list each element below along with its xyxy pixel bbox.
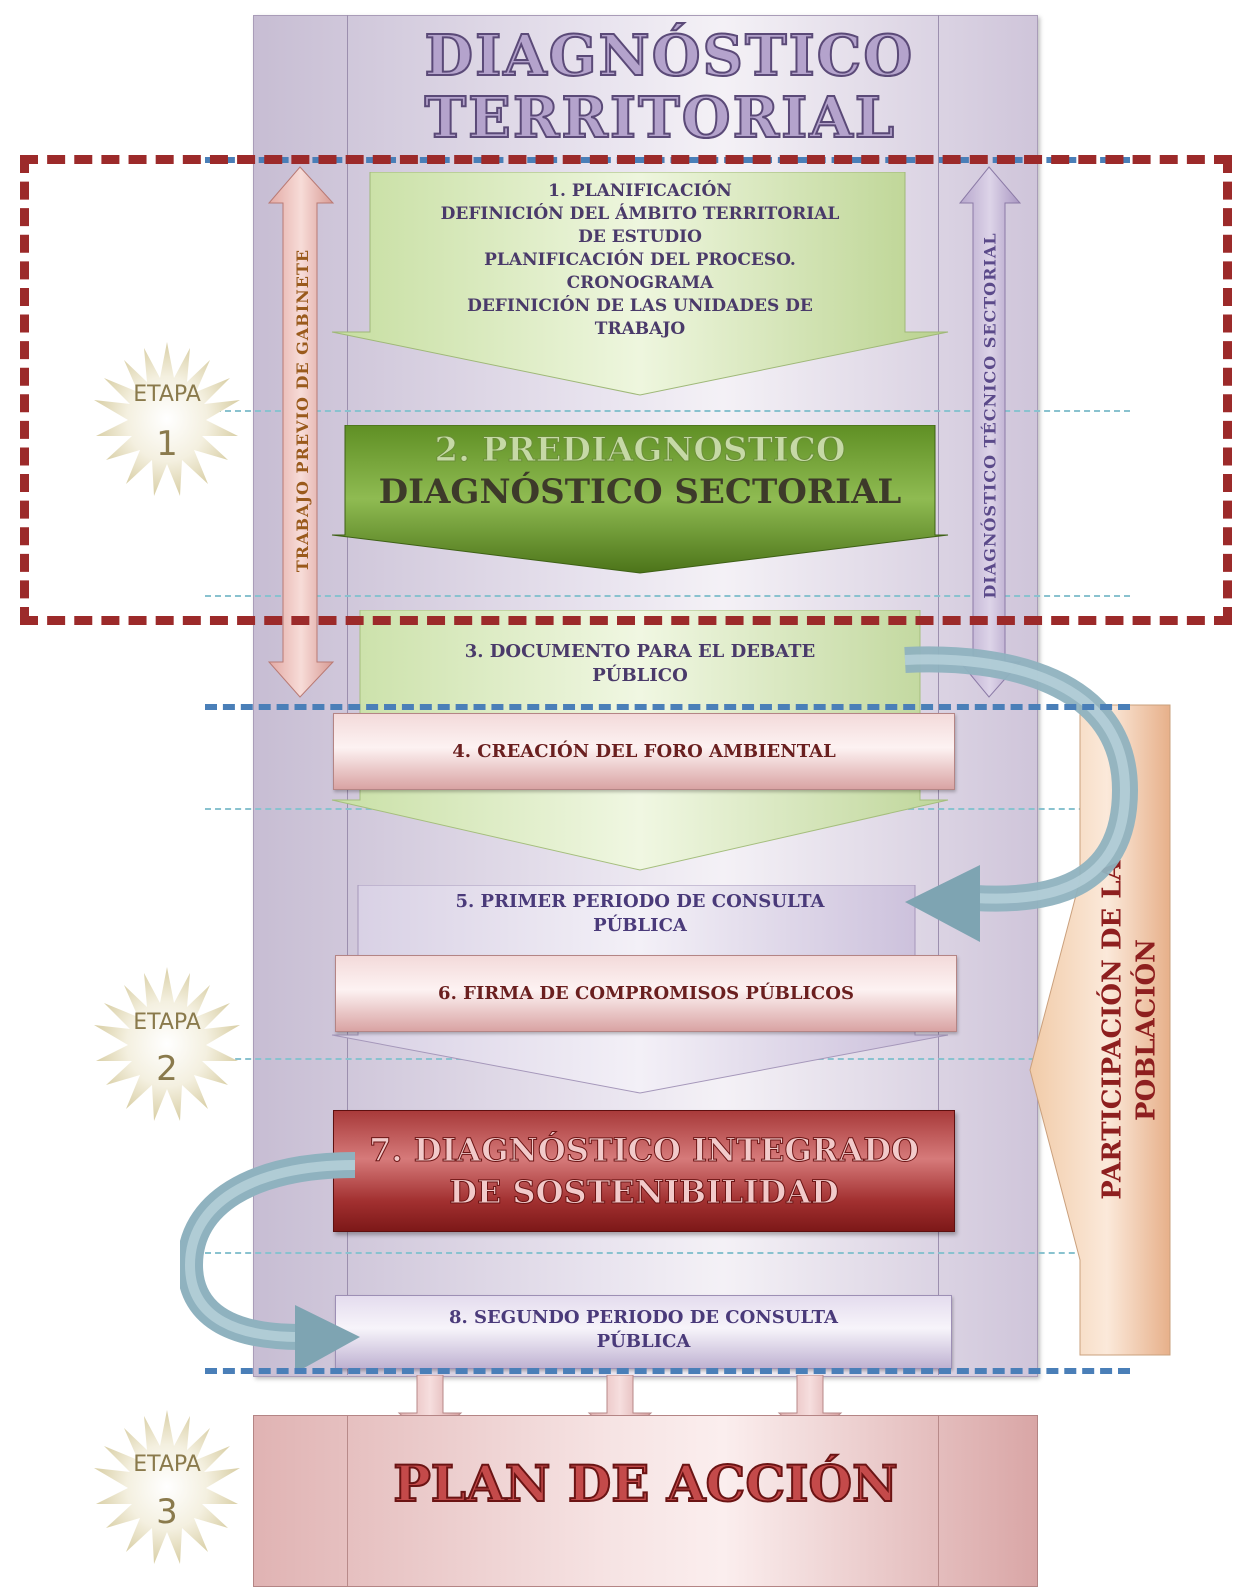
step5-line1: 5. PRIMER PERIODO DE CONSULTA bbox=[455, 891, 825, 912]
plan-divider bbox=[347, 1416, 348, 1586]
starburst-icon bbox=[94, 1410, 240, 1564]
starburst-icon bbox=[94, 342, 240, 496]
page-title: DIAGNÓSTICO TERRITORIAL bbox=[424, 23, 915, 151]
column-divider-right bbox=[938, 15, 939, 1375]
stage-separator bbox=[205, 1368, 1130, 1374]
stage1-highlight-box bbox=[20, 155, 1232, 625]
step1-title: 1. PLANIFICACIÓN bbox=[548, 181, 732, 201]
step2-title-line2: DIAGNÓSTICO SECTORIAL bbox=[378, 472, 902, 512]
step1-arrow bbox=[331, 172, 949, 396]
stage-separator bbox=[205, 704, 1130, 710]
step4-bar: 4. CREACIÓN DEL FORO AMBIENTAL bbox=[333, 713, 955, 790]
plan-divider bbox=[938, 1416, 939, 1586]
starburst-icon bbox=[94, 967, 240, 1121]
step1-line: DE ESTUDIO bbox=[578, 227, 702, 247]
etapa1-badge: ETAPA 1 bbox=[92, 340, 242, 496]
step6-label: 6. FIRMA DE COMPROMISOS PÚBLICOS bbox=[438, 983, 854, 1004]
step7-text: 7. DIAGNÓSTICO INTEGRADO DE SOSTENIBILID… bbox=[334, 1129, 954, 1213]
etapa1-number: 1 bbox=[156, 424, 178, 464]
step1-line: TRABAJO bbox=[594, 319, 686, 339]
left-double-arrow bbox=[267, 166, 335, 698]
step3-line2: PÚBLICO bbox=[592, 665, 688, 686]
step1-line: DEFINICIÓN DE LAS UNIDADES DE bbox=[467, 296, 813, 316]
step7-line2: DE SOSTENIBILIDAD bbox=[449, 1173, 840, 1212]
etapa2-badge: ETAPA 2 bbox=[92, 965, 242, 1121]
step7-box: 7. DIAGNÓSTICO INTEGRADO DE SOSTENIBILID… bbox=[333, 1110, 955, 1232]
column-divider-left bbox=[347, 15, 348, 1375]
guide-line bbox=[205, 410, 1130, 412]
right-double-arrow bbox=[958, 166, 1022, 698]
etapa3-badge: ETAPA 3 bbox=[92, 1408, 242, 1564]
step1-line: PLANIFICACIÓN DEL PROCESO. bbox=[484, 250, 796, 270]
step4-label: 4. CREACIÓN DEL FORO AMBIENTAL bbox=[452, 741, 836, 762]
etapa2-number: 2 bbox=[156, 1049, 178, 1089]
curved-arrow-left bbox=[180, 1152, 360, 1373]
guide-line bbox=[205, 1252, 1125, 1254]
step3-text: 3. DOCUMENTO PARA EL DEBATE PÚBLICO bbox=[360, 640, 920, 688]
step8-text: 8. SEGUNDO PERIODO DE CONSULTA PÚBLICA bbox=[336, 1306, 951, 1354]
plan-title: PLAN DE ACCIÓN bbox=[392, 1453, 899, 1514]
step8-bar: 8. SEGUNDO PERIODO DE CONSULTA PÚBLICA bbox=[335, 1295, 952, 1369]
participation-arrow bbox=[1029, 704, 1171, 1356]
step1-line: CRONOGRAMA bbox=[566, 273, 714, 293]
step2-arrow bbox=[331, 425, 949, 574]
step5-line2: PÚBLICA bbox=[593, 915, 687, 936]
step1-line: DEFINICIÓN DEL ÁMBITO TERRITORIAL bbox=[440, 204, 840, 224]
curved-arrow-right bbox=[904, 646, 1139, 942]
guide-line bbox=[205, 595, 1130, 597]
step1-text: 1. PLANIFICACIÓN DEFINICIÓN DEL ÁMBITO T… bbox=[380, 180, 900, 341]
step5-text: 5. PRIMER PERIODO DE CONSULTA PÚBLICA bbox=[380, 890, 900, 938]
step7-line1: 7. DIAGNÓSTICO INTEGRADO bbox=[369, 1131, 920, 1170]
plan-box: PLAN DE ACCIÓN bbox=[253, 1415, 1038, 1587]
step2-title-line1: 2. PREDIAGNOSTICO bbox=[434, 430, 846, 471]
step8-line2: PÚBLICA bbox=[596, 1331, 691, 1352]
etapa1-label: ETAPA bbox=[133, 382, 201, 407]
step8-line1: 8. SEGUNDO PERIODO DE CONSULTA bbox=[448, 1307, 839, 1328]
step6-bar: 6. FIRMA DE COMPROMISOS PÚBLICOS bbox=[335, 955, 957, 1032]
etapa2-label: ETAPA bbox=[133, 1010, 201, 1035]
etapa3-number: 3 bbox=[156, 1492, 178, 1532]
etapa3-label: ETAPA bbox=[133, 1452, 201, 1477]
step3-line1: 3. DOCUMENTO PARA EL DEBATE bbox=[464, 641, 816, 662]
